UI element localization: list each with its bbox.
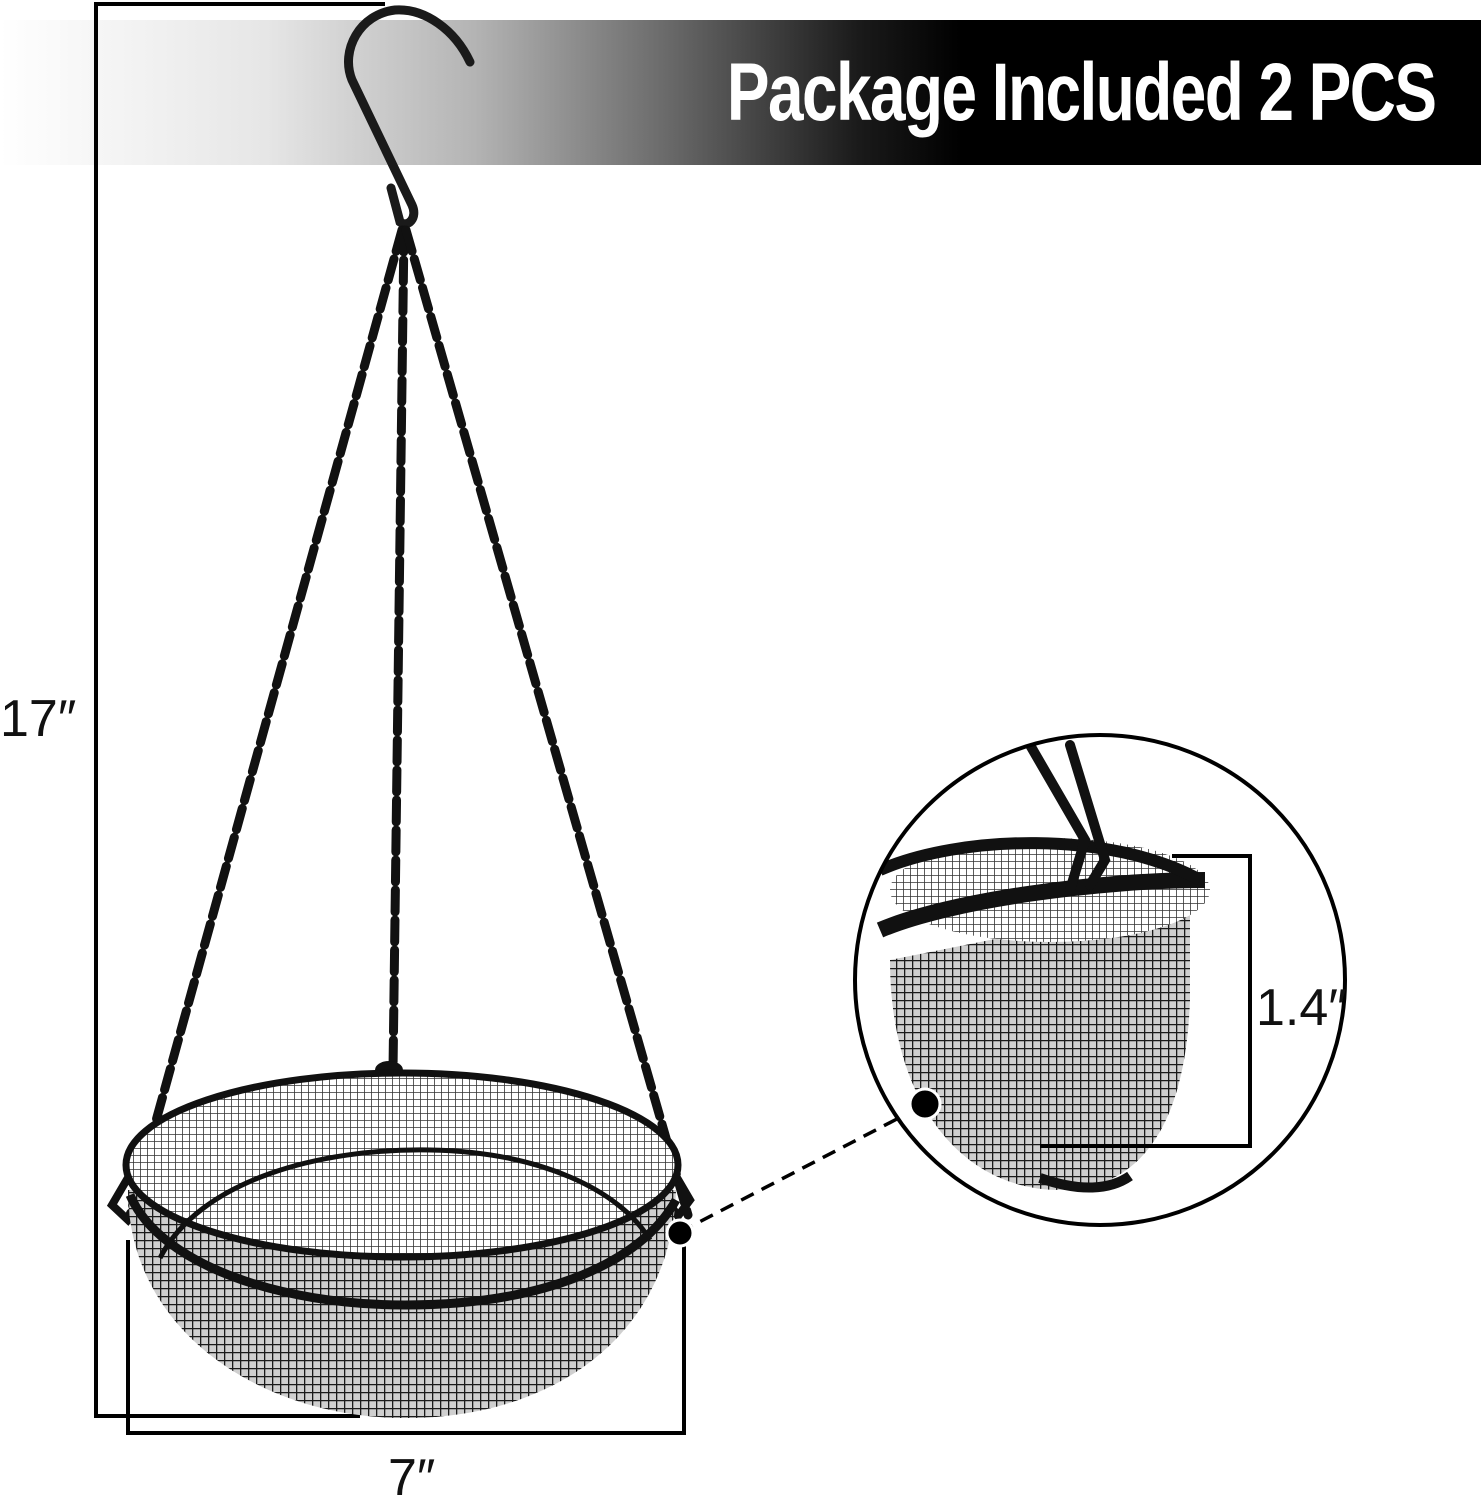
- width-label: 7″: [388, 1449, 436, 1507]
- depth-label: 1.4″: [1256, 979, 1347, 1037]
- chain-icon: [125, 225, 693, 1220]
- callout-connector: [665, 1106, 919, 1248]
- detail-callout-circle: [853, 733, 1347, 1227]
- width-dimension-bracket: [126, 1240, 686, 1435]
- banner-title: Package Included 2 PCS: [726, 47, 1436, 138]
- height-label: 17″: [0, 690, 77, 748]
- mesh-tray: [122, 1069, 682, 1418]
- depth-dimension-bracket: [1040, 854, 1252, 1148]
- s-hook-icon: [344, 5, 475, 229]
- height-dimension-bracket: [94, 2, 385, 1418]
- title-banner: [0, 20, 1481, 165]
